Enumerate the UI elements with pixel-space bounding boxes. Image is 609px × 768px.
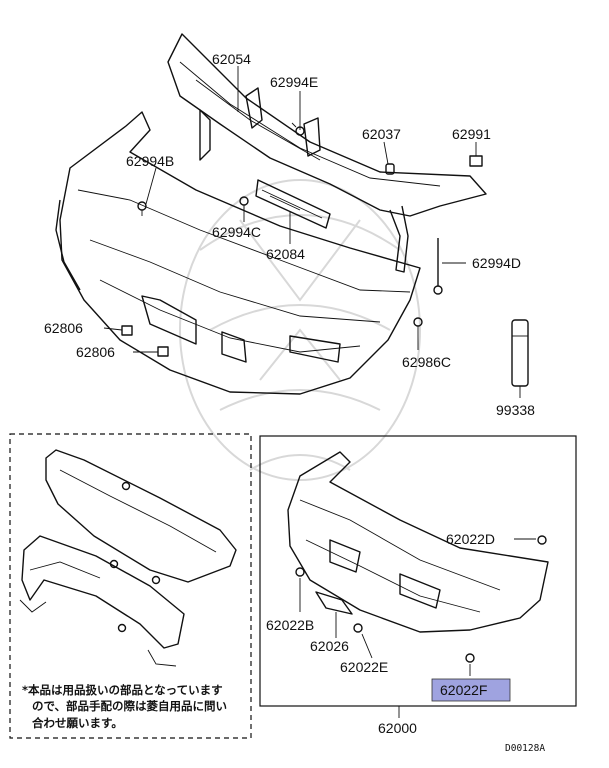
part-label-62054[interactable]: 62054	[212, 51, 251, 67]
part-label-62022F[interactable]: 62022F	[440, 682, 487, 698]
part-label-62806-lower[interactable]: 62806	[76, 344, 115, 360]
part-label-62994C[interactable]: 62994C	[212, 224, 261, 240]
watermark-emblem	[179, 179, 421, 481]
part-label-62037[interactable]: 62037	[362, 126, 401, 142]
svg-text:ので、部品手配の際は菱自用品に問い: ので、部品手配の際は菱自用品に問い	[32, 699, 227, 713]
part-label-62994D[interactable]: 62994D	[472, 255, 521, 271]
svg-text:合わせ願います。: 合わせ願います。	[32, 716, 123, 730]
leader-lines-assembly	[299, 538, 536, 718]
clip-62991-icon	[469, 155, 483, 167]
part-label-62000[interactable]: 62000	[378, 720, 417, 736]
bolt-62994D-icon	[433, 238, 443, 295]
clip-62994B-icon	[137, 201, 147, 216]
part-label-62986C[interactable]: 62986C	[402, 354, 451, 370]
accessory-note: *本品は用品扱いの部品となっています ので、部品手配の際は菱自用品に問い 合わせ…	[22, 683, 227, 730]
part-label-62022B[interactable]: 62022B	[266, 617, 314, 633]
part-label-62991[interactable]: 62991	[452, 126, 491, 142]
part-label-62022E[interactable]: 62022E	[340, 659, 388, 675]
part-label-62806-upper[interactable]: 62806	[44, 320, 83, 336]
part-label-62022D[interactable]: 62022D	[446, 531, 495, 547]
part-label-99338[interactable]: 99338	[496, 402, 535, 418]
clip-62806-icon	[121, 325, 169, 357]
leader-lines-main	[103, 66, 521, 398]
assembly-box-62000	[259, 435, 577, 707]
clip-62037-icon	[385, 163, 395, 175]
bumper-reinforcement-62054	[167, 33, 487, 273]
diagram-code: D00128A	[505, 743, 545, 754]
bracket-62084	[255, 179, 331, 229]
clip-62986C-icon	[413, 317, 423, 334]
part-labels: 62054 62994E 62037 62991 62994B 62994C 6…	[44, 51, 535, 736]
part-label-62994B[interactable]: 62994B	[126, 153, 174, 169]
highlight-62022F	[431, 678, 511, 702]
part-label-62026[interactable]: 62026	[310, 638, 349, 654]
touch-up-paint-99338-icon	[511, 319, 529, 387]
svg-text:*本品は用品扱いの部品となっています: *本品は用品扱いの部品となっています	[22, 683, 223, 697]
part-label-62994E[interactable]: 62994E	[270, 74, 318, 90]
accessory-box	[9, 433, 252, 739]
bumper-cover-main	[55, 111, 421, 395]
part-label-62084[interactable]: 62084	[266, 246, 305, 262]
